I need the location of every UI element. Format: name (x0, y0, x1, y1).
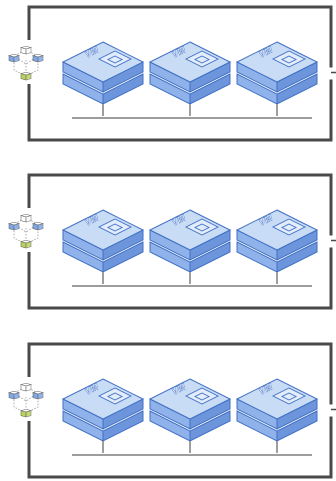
cube-blue-left-icon (7, 221, 21, 231)
cube-blue-right-icon (31, 390, 45, 400)
vm-host-3: VM (235, 209, 319, 284)
vm-host-2: VM (148, 378, 232, 453)
cube-white-top-icon (19, 45, 33, 55)
vm-host-1: VM (61, 41, 145, 116)
vm-host-1: VM (61, 378, 145, 453)
vm-host-2: VM (148, 41, 232, 116)
cube-blue-left-icon (7, 53, 21, 63)
cube-green-bottom-icon (19, 71, 33, 81)
cluster-cubes-icon (7, 213, 45, 249)
cluster-cubes-icon (7, 45, 45, 81)
cube-green-bottom-icon (19, 239, 33, 249)
cube-blue-right-icon (31, 53, 45, 63)
vm-host-3: VM (235, 41, 319, 116)
cube-white-top-icon (19, 382, 33, 392)
cube-white-top-icon (19, 213, 33, 223)
cluster-cubes-icon (7, 382, 45, 418)
vm-host-2: VM (148, 209, 232, 284)
cube-blue-left-icon (7, 390, 21, 400)
cube-green-bottom-icon (19, 408, 33, 418)
vm-host-1: VM (61, 209, 145, 284)
vm-host-3: VM (235, 378, 319, 453)
cube-blue-right-icon (31, 221, 45, 231)
